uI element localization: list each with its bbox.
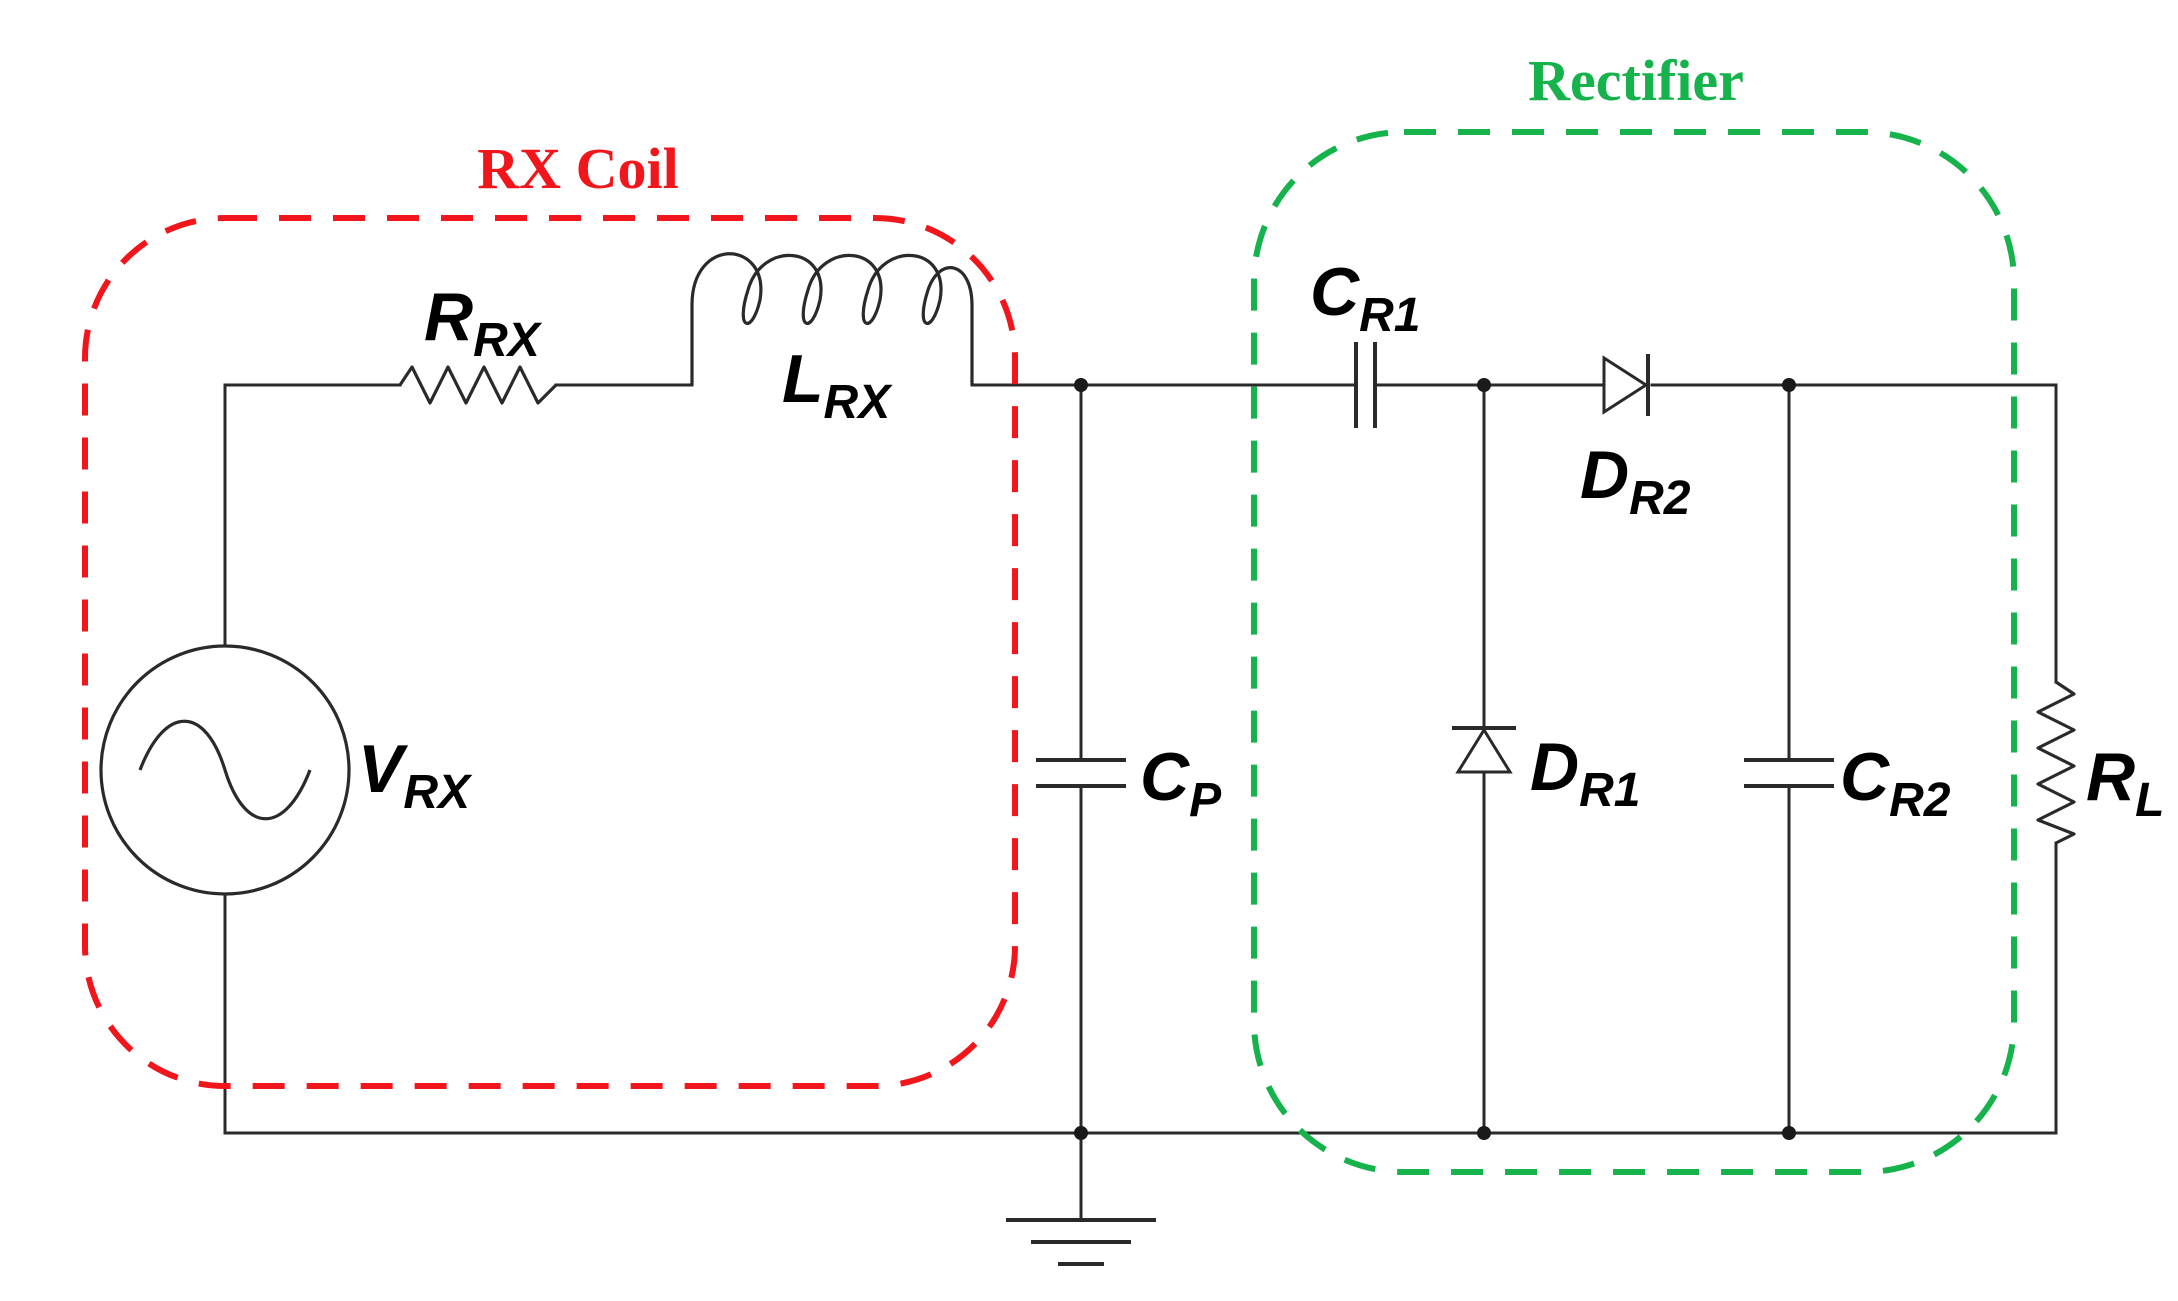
rx-coil-title: RX Coil [477,136,678,201]
rx-coil-outline [82,215,1018,1089]
rectifier-group: Rectifier [1251,48,2017,1175]
inductor-lrx: LRX [690,252,974,429]
diode-dr1: DR1 [1452,726,1640,817]
source-label: VRX [358,731,473,819]
resistor-icon [2036,680,2076,845]
rx-coil-group: RX Coil [82,136,1018,1089]
node [1477,378,1491,392]
cr2-label: CR2 [1840,739,1951,827]
node [1477,1126,1491,1140]
dr2-label: DR2 [1580,437,1691,525]
node [1074,378,1088,392]
lrx-label: LRX [782,341,893,429]
capacitor-cp: CP [1036,739,1222,827]
resistor-rl: RL [2036,680,2164,845]
junction-nodes [1074,378,1796,1140]
capacitor-cr1: CR1 [1310,254,1420,428]
rectifier-outline [1251,129,2017,1175]
rectifier-title: Rectifier [1528,48,1744,113]
capacitor-cr2: CR2 [1744,739,1951,827]
ground-icon [1006,1218,1156,1266]
diode-icon [1452,726,1516,774]
cr1-label: CR1 [1310,254,1420,342]
capacitor-icon [1744,758,1834,788]
inductor-icon [690,252,974,385]
resistor-icon [398,365,558,405]
capacitor-icon [1354,342,1377,428]
ac-source-icon [99,644,351,896]
dr1-label: DR1 [1530,729,1640,817]
rrx-label: RRX [424,279,543,367]
resistor-rrx: RRX [398,279,558,405]
rl-label: RL [2086,739,2164,827]
wires [223,383,2058,1222]
node [1074,1126,1088,1140]
node [1782,1126,1796,1140]
diode-icon [1602,354,1650,416]
capacitor-icon [1036,758,1126,788]
cp-label: CP [1140,739,1222,827]
node [1782,378,1796,392]
diode-dr2: DR2 [1580,354,1691,525]
ac-source-vrx: VRX [99,644,473,896]
